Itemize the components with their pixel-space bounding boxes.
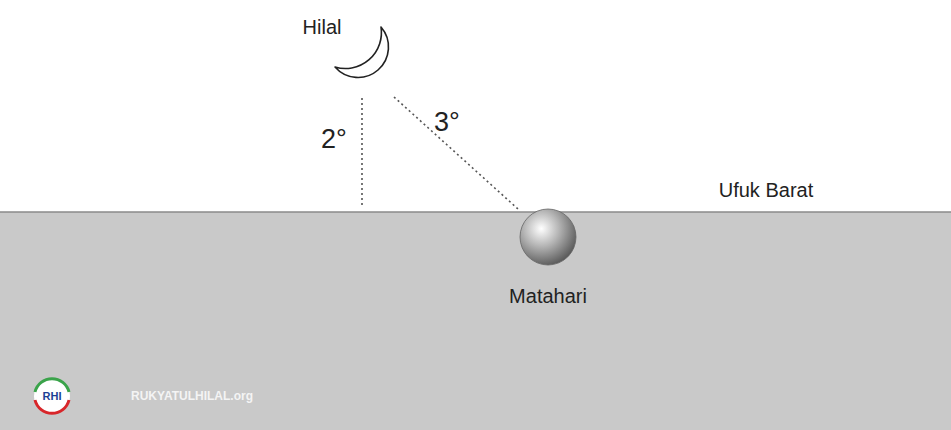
ground [0, 212, 951, 430]
logo-symbol [34, 378, 70, 414]
moon-label: Hilal [303, 16, 342, 38]
altitude-label: 2° [321, 125, 347, 155]
horizon-label: Ufuk Barat [719, 179, 813, 201]
altitude-line [361, 98, 363, 208]
horizon-line [0, 211, 951, 213]
watermark: RUKYATULHILAL.org [131, 390, 253, 403]
crescent-symbol [335, 27, 388, 77]
elongation-line [394, 97, 518, 209]
sun-symbol [520, 209, 576, 265]
elongation-label: 3° [434, 108, 460, 138]
logo-text: RHI [43, 390, 62, 402]
sun-label: Matahari [509, 285, 587, 307]
